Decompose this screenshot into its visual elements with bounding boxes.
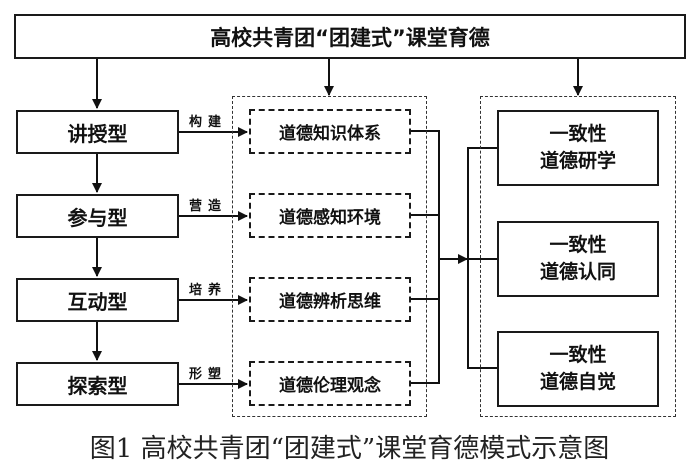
middle-box-label: 道德感知环境 (279, 208, 381, 228)
figure-caption: 图1 高校共青团“团建式”课堂育德模式示意图 (89, 434, 610, 464)
edge-label: 形塑 (189, 367, 228, 382)
middle-box-knowledge: 道德知识体系 (249, 109, 411, 154)
right-group-container (480, 96, 676, 417)
right-box-line1: 一致性 (549, 234, 607, 256)
right-box-identity: 一致性 道德认同 (497, 221, 659, 297)
right-box-awareness: 一致性 道德自觉 (497, 331, 659, 407)
title-box: 高校共青团“团建式”课堂育德 (14, 14, 686, 59)
left-box-label: 讲授型 (67, 121, 128, 146)
middle-box-reasoning: 道德辨析思维 (249, 277, 411, 322)
left-box-exploration: 探索型 (16, 362, 179, 406)
left-box-label: 探索型 (67, 373, 128, 398)
middle-group-container (232, 96, 427, 417)
edge-label: 营造 (189, 199, 228, 214)
right-box-line2: 道德自觉 (539, 371, 616, 393)
right-box-line1: 一致性 (549, 123, 607, 145)
title-text: 高校共青团“团建式”课堂育德 (210, 25, 490, 50)
left-box-label: 参与型 (67, 205, 128, 230)
edge-label: 培养 (189, 283, 228, 298)
middle-box-label: 道德辨析思维 (279, 292, 381, 312)
left-box-lecture: 讲授型 (16, 110, 179, 154)
middle-box-label: 道德伦理观念 (279, 376, 381, 396)
edge-label: 构建 (189, 115, 228, 130)
right-box-study: 一致性 道德研学 (497, 110, 659, 186)
collector-line (411, 130, 440, 384)
left-box-interaction: 互动型 (16, 278, 179, 322)
right-box-line1: 一致性 (549, 344, 607, 366)
right-box-line2: 道德认同 (539, 261, 616, 283)
left-box-participation: 参与型 (16, 194, 179, 238)
middle-box-ethics: 道德伦理观念 (249, 361, 411, 406)
middle-box-perception: 道德感知环境 (249, 193, 411, 238)
left-box-label: 互动型 (67, 289, 128, 314)
right-box-line2: 道德研学 (539, 150, 616, 172)
middle-box-label: 道德知识体系 (279, 124, 381, 144)
